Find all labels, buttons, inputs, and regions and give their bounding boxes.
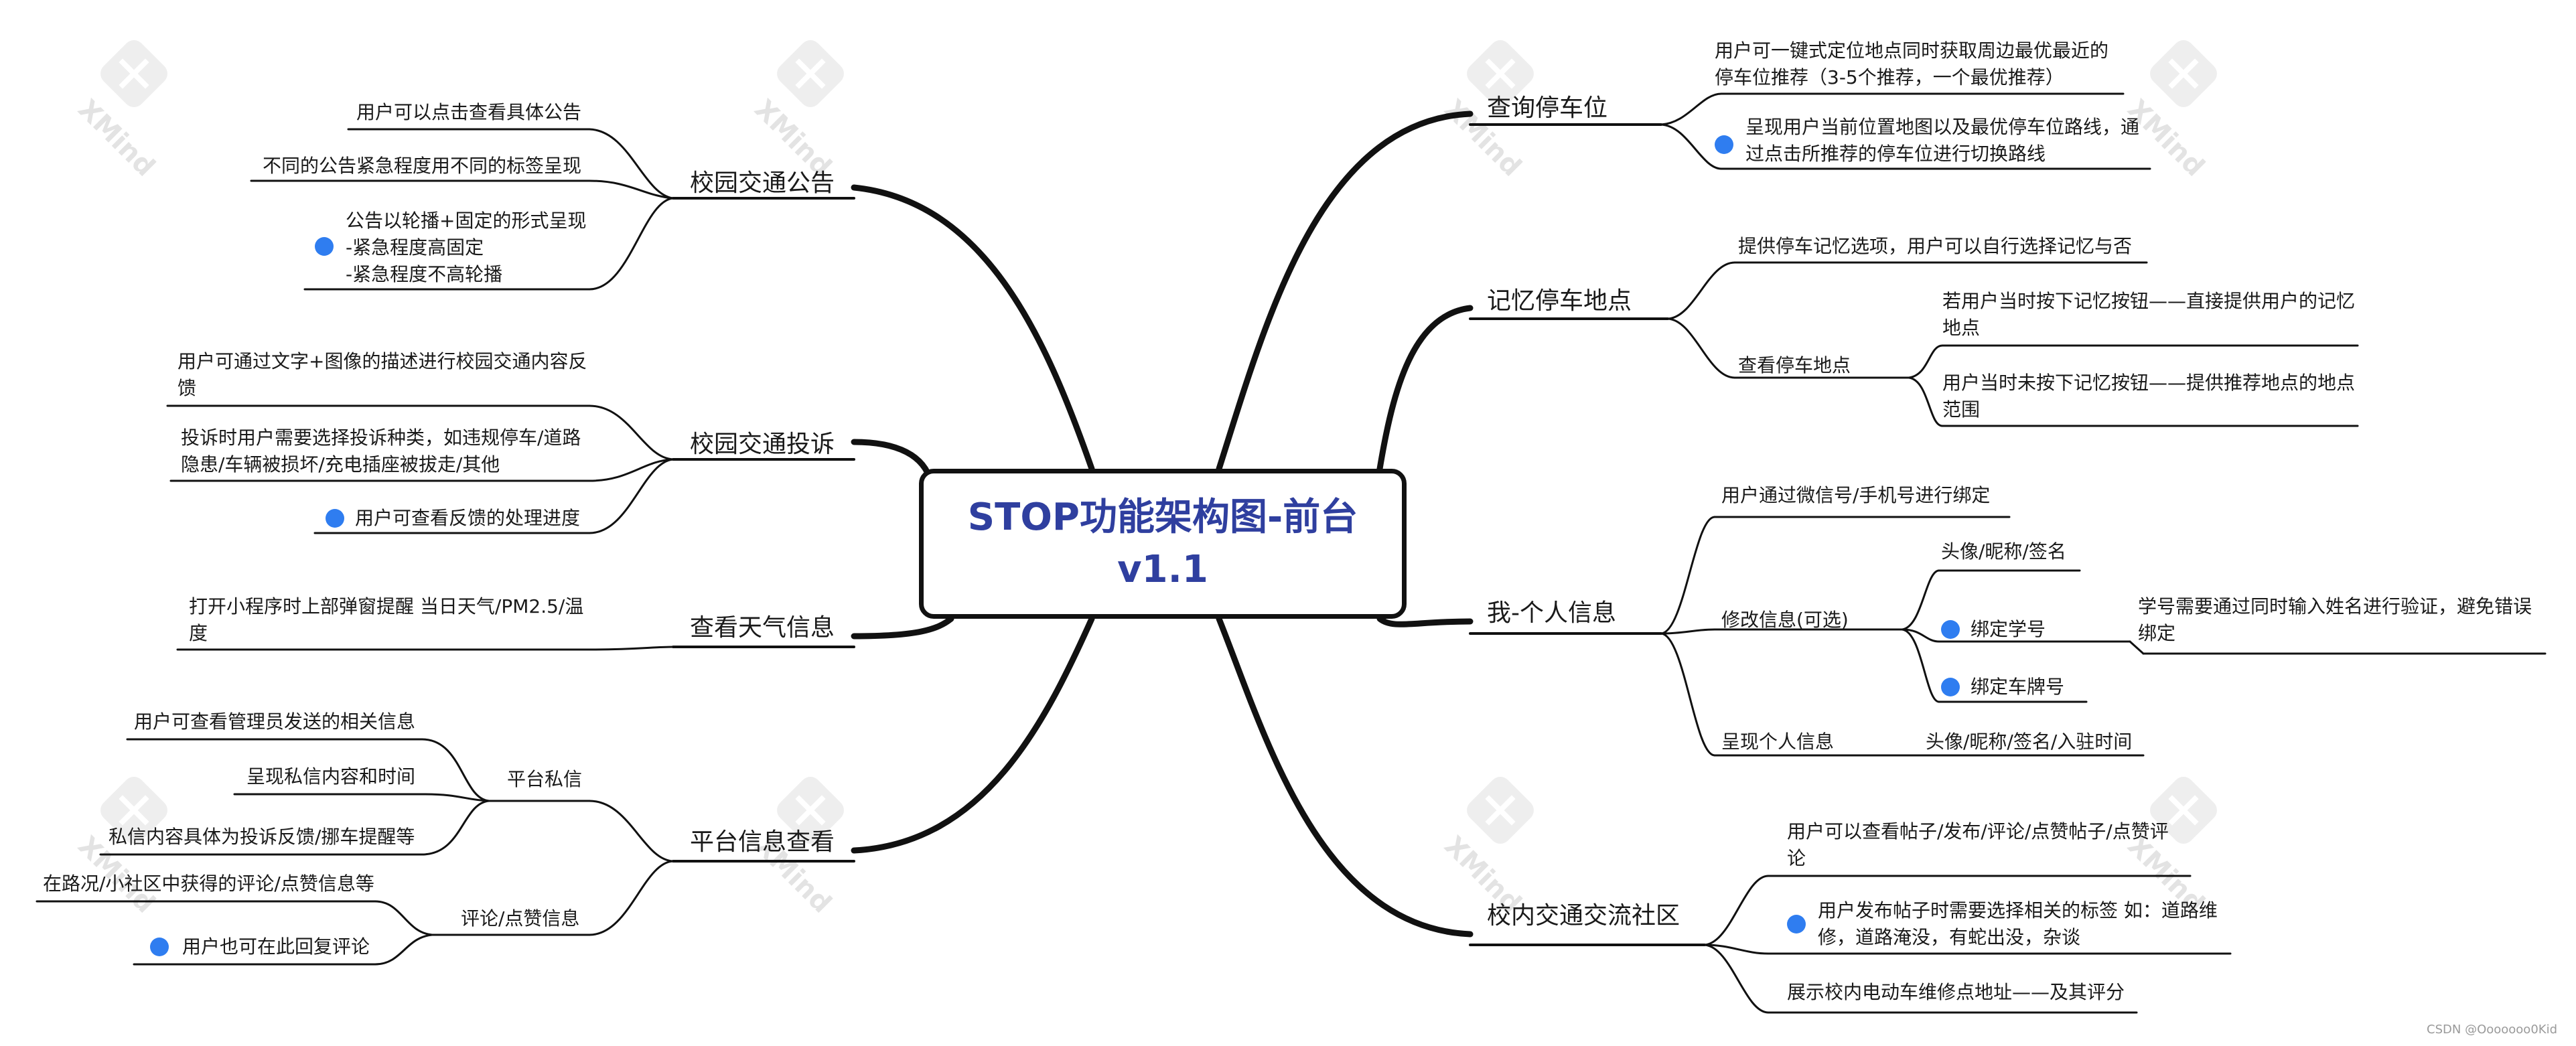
leaf-profile-fields[interactable]: 头像/昵称/签名/入驻时间 <box>1926 731 2133 753</box>
branch-community[interactable]: 校内交通交流社区 <box>1487 902 1680 929</box>
leaf-student-id-verify[interactable]: 学号需要通过同时输入姓名进行验证，避免错误 绑定 <box>2138 595 2532 644</box>
credit-text: CSDN @Ooooooo0Kid <box>2427 1023 2557 1037</box>
leaf-notice-urgency-tags[interactable]: 不同的公告紧急程度用不同的标签呈现 <box>263 155 582 177</box>
leaf-bind-wechat-phone[interactable]: 用户通过微信号/手机号进行绑定 <box>1721 484 1991 506</box>
leaf-notice-view-detail[interactable]: 用户可以点击查看具体公告 <box>356 101 582 123</box>
node-show-personal-info[interactable]: 呈现个人信息 <box>1721 731 1835 753</box>
leaf-memory-not-pressed[interactable]: 用户当时未按下记忆按钮——提供推荐地点的地点 范围 <box>1942 372 2356 421</box>
leaf-memory-pressed[interactable]: 若用户当时按下记忆按钮——直接提供用户的记忆 地点 <box>1942 290 2356 339</box>
leaf-community-posts[interactable]: 用户可以查看帖子/发布/评论/点赞帖子/点赞评 论 <box>1787 820 2169 869</box>
branch-campus-notice[interactable]: 校园交通公告 <box>690 169 835 197</box>
leaf-repair-shops[interactable]: 展示校内电动车维修点地址——及其评分 <box>1787 981 2125 1003</box>
leaf-memory-option[interactable]: 提供停车记忆选项，用户可以自行选择记忆与否 <box>1738 235 2133 257</box>
leaf-weather-popup[interactable]: 打开小程序时上部弹窗提醒 当日天气/PM2.5/温 度 <box>189 595 584 644</box>
node-edit-info[interactable]: 修改信息(可选) <box>1721 609 1849 631</box>
leaf-message-types[interactable]: 私信内容具体为投诉反馈/挪车提醒等 <box>109 826 415 848</box>
leaf-avatar-nick-sign[interactable]: 头像/昵称/签名 <box>1941 540 2066 563</box>
marker-dot-icon <box>1941 678 1960 696</box>
leaf-bind-student-id[interactable]: 绑定学号 <box>1971 618 2046 640</box>
leaf-bind-plate[interactable]: 绑定车牌号 <box>1971 676 2065 698</box>
branch-find-parking[interactable]: 查询停车位 <box>1487 94 1608 122</box>
marker-dot-icon <box>1787 915 1806 933</box>
leaf-complaint-feedback[interactable]: 用户可通过文字+图像的描述进行校园交通内容反 馈 <box>177 350 587 399</box>
root-topic[interactable]: STOP功能架构图-前台 v1.1 <box>919 469 1407 619</box>
leaf-post-tags[interactable]: 用户发布帖子时需要选择相关的标签 如：道路维 修，道路淹没，有蛇出没，杂谈 <box>1818 899 2218 948</box>
leaf-reply-comments[interactable]: 用户也可在此回复评论 <box>182 936 370 958</box>
marker-dot-icon <box>1941 620 1960 639</box>
leaf-complaint-types[interactable]: 投诉时用户需要选择投诉种类，如违规停车/道路 隐患/车辆被损坏/充电插座被拔走/… <box>181 427 581 475</box>
marker-dot-icon <box>326 509 344 528</box>
leaf-locate-recommend[interactable]: 用户可一键式定位地点同时获取周边最优最近的 停车位推荐（3-5个推荐，一个最优推… <box>1715 40 2109 88</box>
marker-dot-icon <box>315 237 334 256</box>
leaf-admin-messages[interactable]: 用户可查看管理员发送的相关信息 <box>134 711 416 733</box>
leaf-community-comments[interactable]: 在路况/小社区中获得的评论/点赞信息等 <box>43 873 374 895</box>
leaf-notice-carousel[interactable]: 公告以轮播+固定的形式呈现 -紧急程度高固定 -紧急程度不高轮播 <box>346 210 587 285</box>
root-version: v1.1 <box>1117 548 1208 591</box>
leaf-complaint-progress[interactable]: 用户可查看反馈的处理进度 <box>355 507 581 529</box>
leaf-message-content-time[interactable]: 呈现私信内容和时间 <box>246 765 416 788</box>
node-private-message[interactable]: 平台私信 <box>507 768 583 790</box>
marker-dot-icon <box>150 938 169 956</box>
leaf-parking-map-route[interactable]: 呈现用户当前位置地图以及最优停车位路线，通 过点击所推荐的停车位进行切换路线 <box>1745 116 2140 165</box>
branch-campus-complaint[interactable]: 校园交通投诉 <box>690 431 835 458</box>
node-comments-likes[interactable]: 评论/点赞信息 <box>461 907 580 929</box>
branch-personal-info[interactable]: 我-个人信息 <box>1487 599 1616 627</box>
branch-platform-messages[interactable]: 平台信息查看 <box>690 828 835 856</box>
root-title: STOP功能架构图-前台 <box>967 496 1358 539</box>
node-view-parking-spot[interactable]: 查看停车地点 <box>1738 354 1851 376</box>
branch-weather-info[interactable]: 查看天气信息 <box>690 614 835 642</box>
marker-dot-icon <box>1715 135 1733 154</box>
branch-remember-parking[interactable]: 记忆停车地点 <box>1487 287 1632 315</box>
